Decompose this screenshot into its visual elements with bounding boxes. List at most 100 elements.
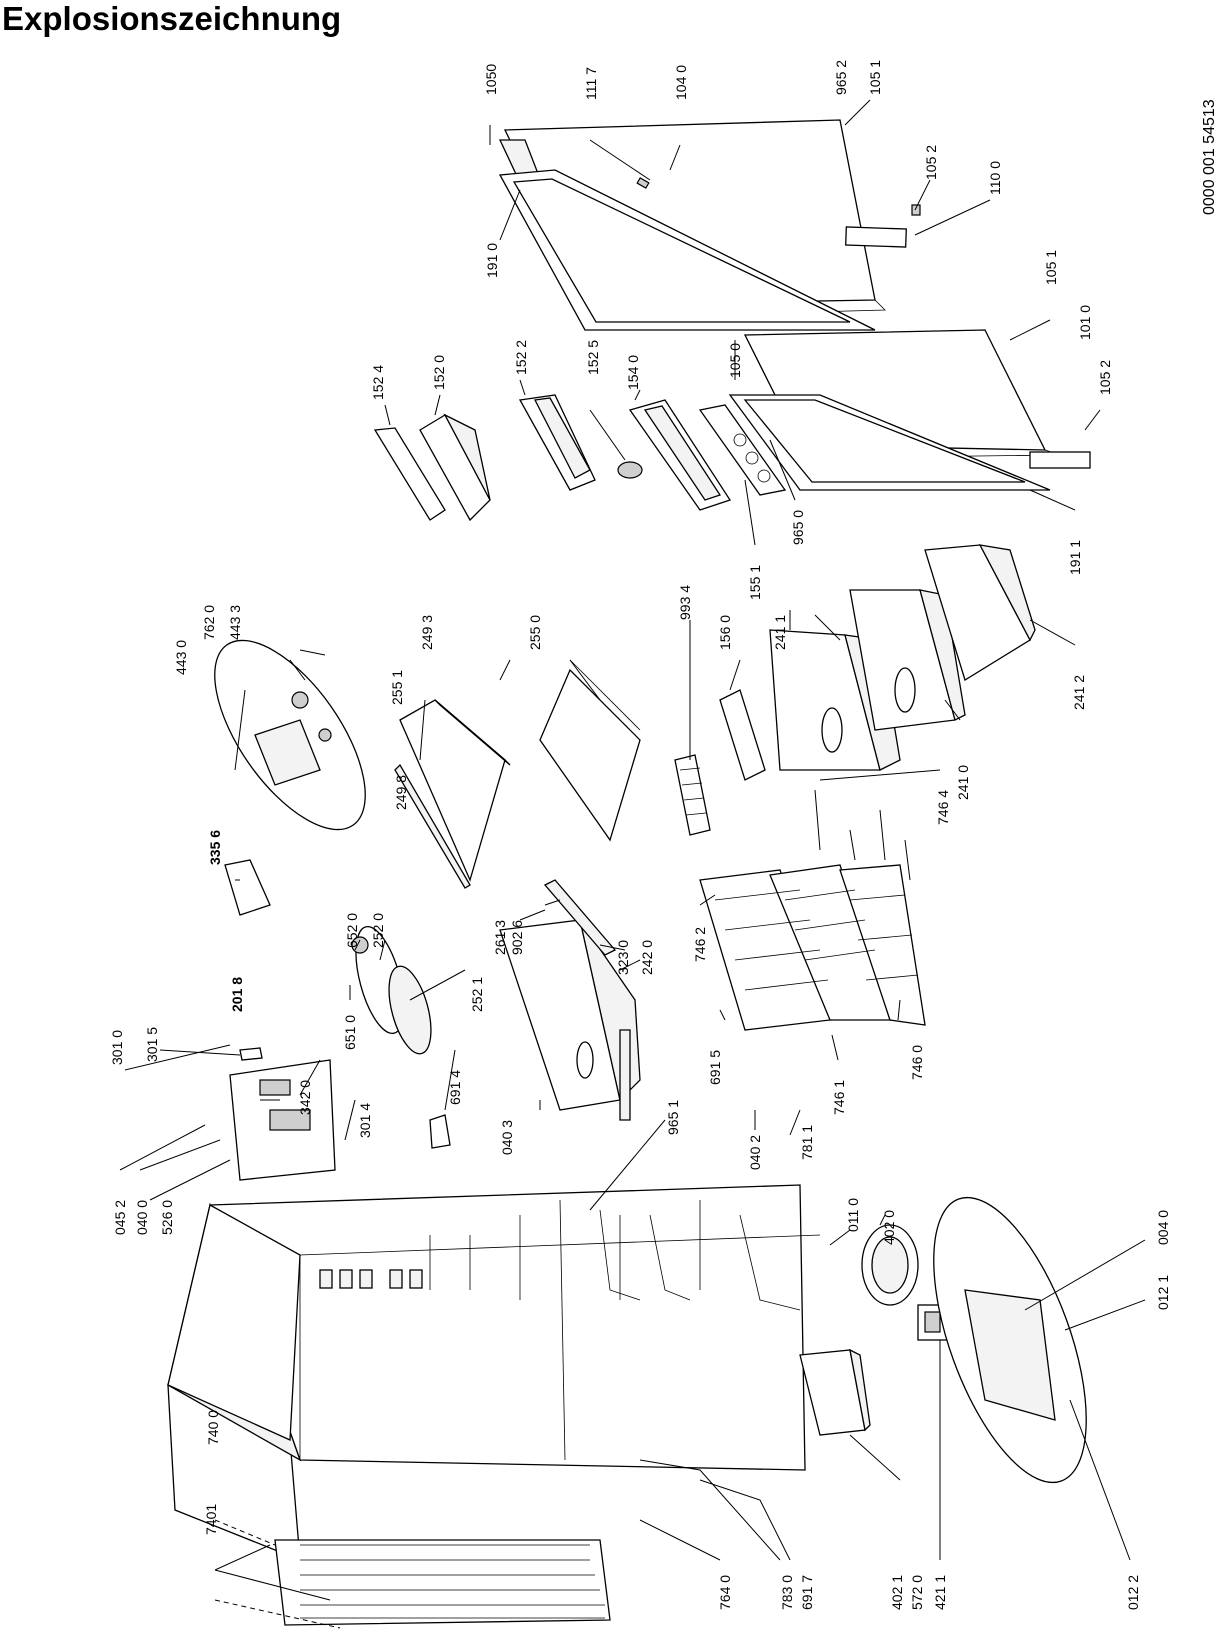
label-1051-b: 105 1 [1043, 250, 1059, 285]
glass-shelf-2551 [399, 699, 511, 882]
label-2420: 242 0 [639, 940, 655, 975]
label-7462: 746 2 [692, 927, 708, 962]
label-1540: 154 0 [625, 355, 641, 390]
label-7400: 740 0 [205, 1410, 221, 1445]
label-9651: 965 1 [665, 1100, 681, 1135]
rail-7464 [814, 789, 911, 881]
label-6917: 691 7 [799, 1575, 815, 1610]
label-6915: 691 5 [707, 1050, 723, 1085]
condenser [214, 1519, 611, 1629]
bottle-holder-1525 [617, 461, 643, 479]
label-9934: 993 4 [677, 585, 693, 620]
grid-cover-9934 [674, 754, 711, 836]
door-bin-1524 [373, 427, 446, 521]
label-7460: 746 0 [909, 1045, 925, 1080]
label-0110: 011 0 [845, 1198, 861, 1232]
label-3010: 301 0 [109, 1030, 125, 1065]
label-6510: 651 0 [342, 1015, 358, 1050]
label-1051-a: 105 1 [867, 60, 883, 95]
glass-shelf-2550 [539, 659, 641, 842]
crisper-rail-9651 [619, 1029, 631, 1121]
label-7461: 746 1 [831, 1080, 847, 1115]
label-0452: 045 2 [112, 1200, 128, 1235]
label-1522: 152 2 [513, 340, 529, 375]
freezer-drawer-2412 [924, 544, 1036, 681]
label-2410: 241 0 [955, 765, 971, 800]
label-7640: 764 0 [717, 1575, 733, 1610]
label-7464: 746 4 [935, 790, 951, 825]
label-2551: 255 1 [389, 670, 405, 705]
egg-tray-1551 [698, 404, 787, 496]
label-1520: 152 0 [431, 355, 447, 390]
label-0040: 004 0 [1155, 1210, 1171, 1245]
label-4021: 402 1 [889, 1575, 905, 1610]
label-4020: 402 0 [881, 1210, 897, 1245]
label-2498: 249 8 [393, 775, 409, 810]
label-3420: 342 0 [297, 1080, 313, 1115]
label-1050-b: 105 0 [727, 343, 743, 378]
label-1052-a: 105 2 [923, 145, 939, 180]
label-1560: 156 0 [717, 615, 733, 650]
label-7401: 7401 [203, 1504, 219, 1535]
label-4211: 421 1 [932, 1575, 948, 1610]
compressor-4020 [861, 1224, 919, 1306]
label-6520: 652 0 [344, 913, 360, 948]
thermostat-3356 [224, 859, 271, 916]
label-3356: 335 6 [207, 830, 223, 865]
label-1910: 191 0 [484, 243, 500, 278]
label-9026: 902 6 [509, 920, 525, 955]
door-bin-1520 [419, 413, 491, 522]
lower-hinge [1029, 451, 1091, 469]
drain-hose-6917 [639, 1459, 791, 1561]
label-1100: 110 0 [987, 161, 1003, 195]
drip-tray-7830 [799, 1348, 871, 1436]
label-2018: 201 8 [229, 977, 245, 1012]
label-1551: 155 1 [747, 565, 763, 600]
label-1010: 101 0 [1077, 305, 1093, 340]
door-bin-1540 [628, 399, 732, 511]
label-7620: 762 0 [201, 605, 217, 640]
label-2613: 261 3 [492, 920, 508, 955]
label-2412: 241 2 [1071, 675, 1087, 710]
lower-door-gasket [728, 394, 1051, 491]
label-2521: 252 1 [469, 977, 485, 1012]
label-4430: 443 0 [173, 640, 189, 675]
label-1050: 1050 [483, 64, 499, 95]
label-3015: 301 5 [144, 1027, 160, 1062]
label-1117: 111 7 [583, 67, 599, 100]
upper-hinge [845, 204, 921, 248]
cooling-group-4430 [214, 639, 366, 831]
label-2411: 241 1 [772, 615, 788, 650]
label-3014: 301 4 [357, 1103, 373, 1138]
label-3230: 323 0 [615, 940, 631, 975]
freezer-drawer-2410 [849, 589, 966, 731]
label-2550: 255 0 [527, 615, 543, 650]
evaporator-7460 [699, 864, 926, 1031]
shelf-trim-2498 [394, 763, 471, 889]
label-0121: 012 1 [1155, 1275, 1171, 1310]
label-1524: 152 4 [370, 365, 386, 400]
label-1052-b: 105 2 [1097, 360, 1113, 395]
leader-lines [119, 99, 1146, 1601]
label-1525: 152 5 [585, 340, 601, 375]
label-0122: 012 2 [1125, 1575, 1141, 1610]
cabinet-body [167, 1184, 821, 1561]
label-6914: 691 4 [447, 1070, 463, 1105]
door-bin-1522 [518, 394, 596, 491]
drawing-number: 0000 001 54513 [1201, 99, 1218, 215]
tray-1560 [719, 689, 766, 781]
label-0400: 040 0 [134, 1200, 150, 1235]
label-9650: 965 0 [790, 510, 806, 545]
label-1040: 104 0 [673, 65, 689, 100]
upper-door-gasket [498, 169, 876, 331]
control-panel-3420 [229, 1059, 336, 1181]
label-1911: 191 1 [1067, 540, 1083, 575]
label-0403: 040 3 [499, 1120, 515, 1155]
label-2493: 249 3 [419, 615, 435, 650]
lamp-holder-2520 [351, 925, 432, 1055]
lamp-cover-3010 [239, 1047, 263, 1061]
label-7830: 783 0 [779, 1575, 795, 1610]
label-4433: 443 3 [227, 605, 243, 640]
label-9652: 965 2 [833, 60, 849, 95]
